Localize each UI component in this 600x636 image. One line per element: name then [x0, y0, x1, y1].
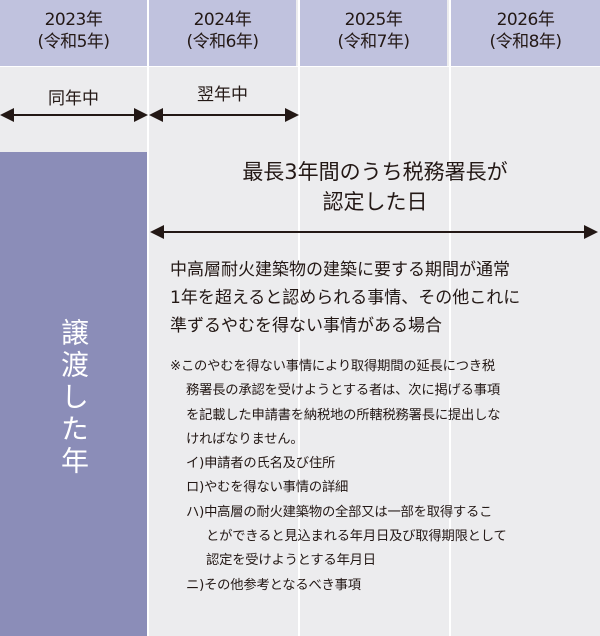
year-label: 2025年	[344, 10, 403, 30]
note-item: 認定を受けようとする年月日	[206, 553, 376, 569]
year-header-2026: 2026年(令和8年)	[451, 0, 600, 66]
certified-date-title: 最長3年間のうち税務署長が 認定した日	[150, 157, 600, 217]
same-year-label: 同年中	[48, 89, 99, 109]
condition-line: 中高層耐火建築物の建築に要する期間が通常	[170, 260, 510, 280]
header-divider	[0, 66, 600, 67]
note-item: イ)申請者の氏名及び住所	[186, 456, 336, 472]
transfer-year-label: 譲渡した年	[57, 318, 90, 478]
same-year-arrow	[0, 108, 148, 122]
note-item: とができると見込まれる年月日及び取得期限として	[206, 529, 507, 545]
column-divider	[147, 0, 149, 636]
note-item: ロ)やむを得ない事情の詳細	[186, 480, 349, 496]
note-line: を記載した申請書を納税地の所轄税務署長に提出しな	[186, 407, 501, 423]
note-item: ニ)その他参考となるべき事項	[186, 577, 361, 593]
next-year-label: 翌年中	[197, 85, 248, 105]
note-line: ※このやむを得ない事情により取得期間の延長につき税	[170, 359, 495, 374]
year-header-2024: 2024年(令和6年)	[149, 0, 296, 66]
extension-period-arrow	[150, 225, 598, 239]
year-label: 2026年	[496, 10, 555, 30]
transfer-year-bar	[0, 152, 147, 636]
column-divider	[298, 0, 300, 636]
note-line: ければなりません。	[186, 431, 304, 447]
column-divider	[449, 0, 451, 636]
note-item: ハ)中高層の耐火建築物の全部又は一部を取得するこ	[186, 504, 493, 520]
era-label: (令和7年)	[337, 32, 410, 52]
title-line: 最長3年間のうち税務署長が	[242, 160, 508, 184]
year-label: 2023年	[44, 10, 103, 30]
era-label: (令和6年)	[186, 32, 259, 52]
condition-line: 1年を超えると認められる事情、その他これに	[170, 288, 521, 308]
year-label: 2024年	[193, 10, 252, 30]
note-text: ※このやむを得ない事情により取得期間の延長につき税 務署長の承認を受けようとする…	[170, 355, 600, 598]
next-year-arrow	[149, 108, 299, 122]
note-line: 務署長の承認を受けようとする者は、次に掲げる事項	[186, 383, 500, 399]
year-header-2023: 2023年(令和5年)	[0, 0, 147, 66]
condition-text: 中高層耐火建築物の建築に要する期間が通常 1年を超えると認められる事情、その他こ…	[170, 256, 600, 340]
era-label: (令和8年)	[489, 32, 562, 52]
era-label: (令和5年)	[37, 32, 110, 52]
title-line: 認定した日	[322, 190, 428, 214]
condition-line: 準ずるやむを得ない事情がある場合	[170, 316, 442, 336]
year-header-2025: 2025年(令和7年)	[300, 0, 447, 66]
